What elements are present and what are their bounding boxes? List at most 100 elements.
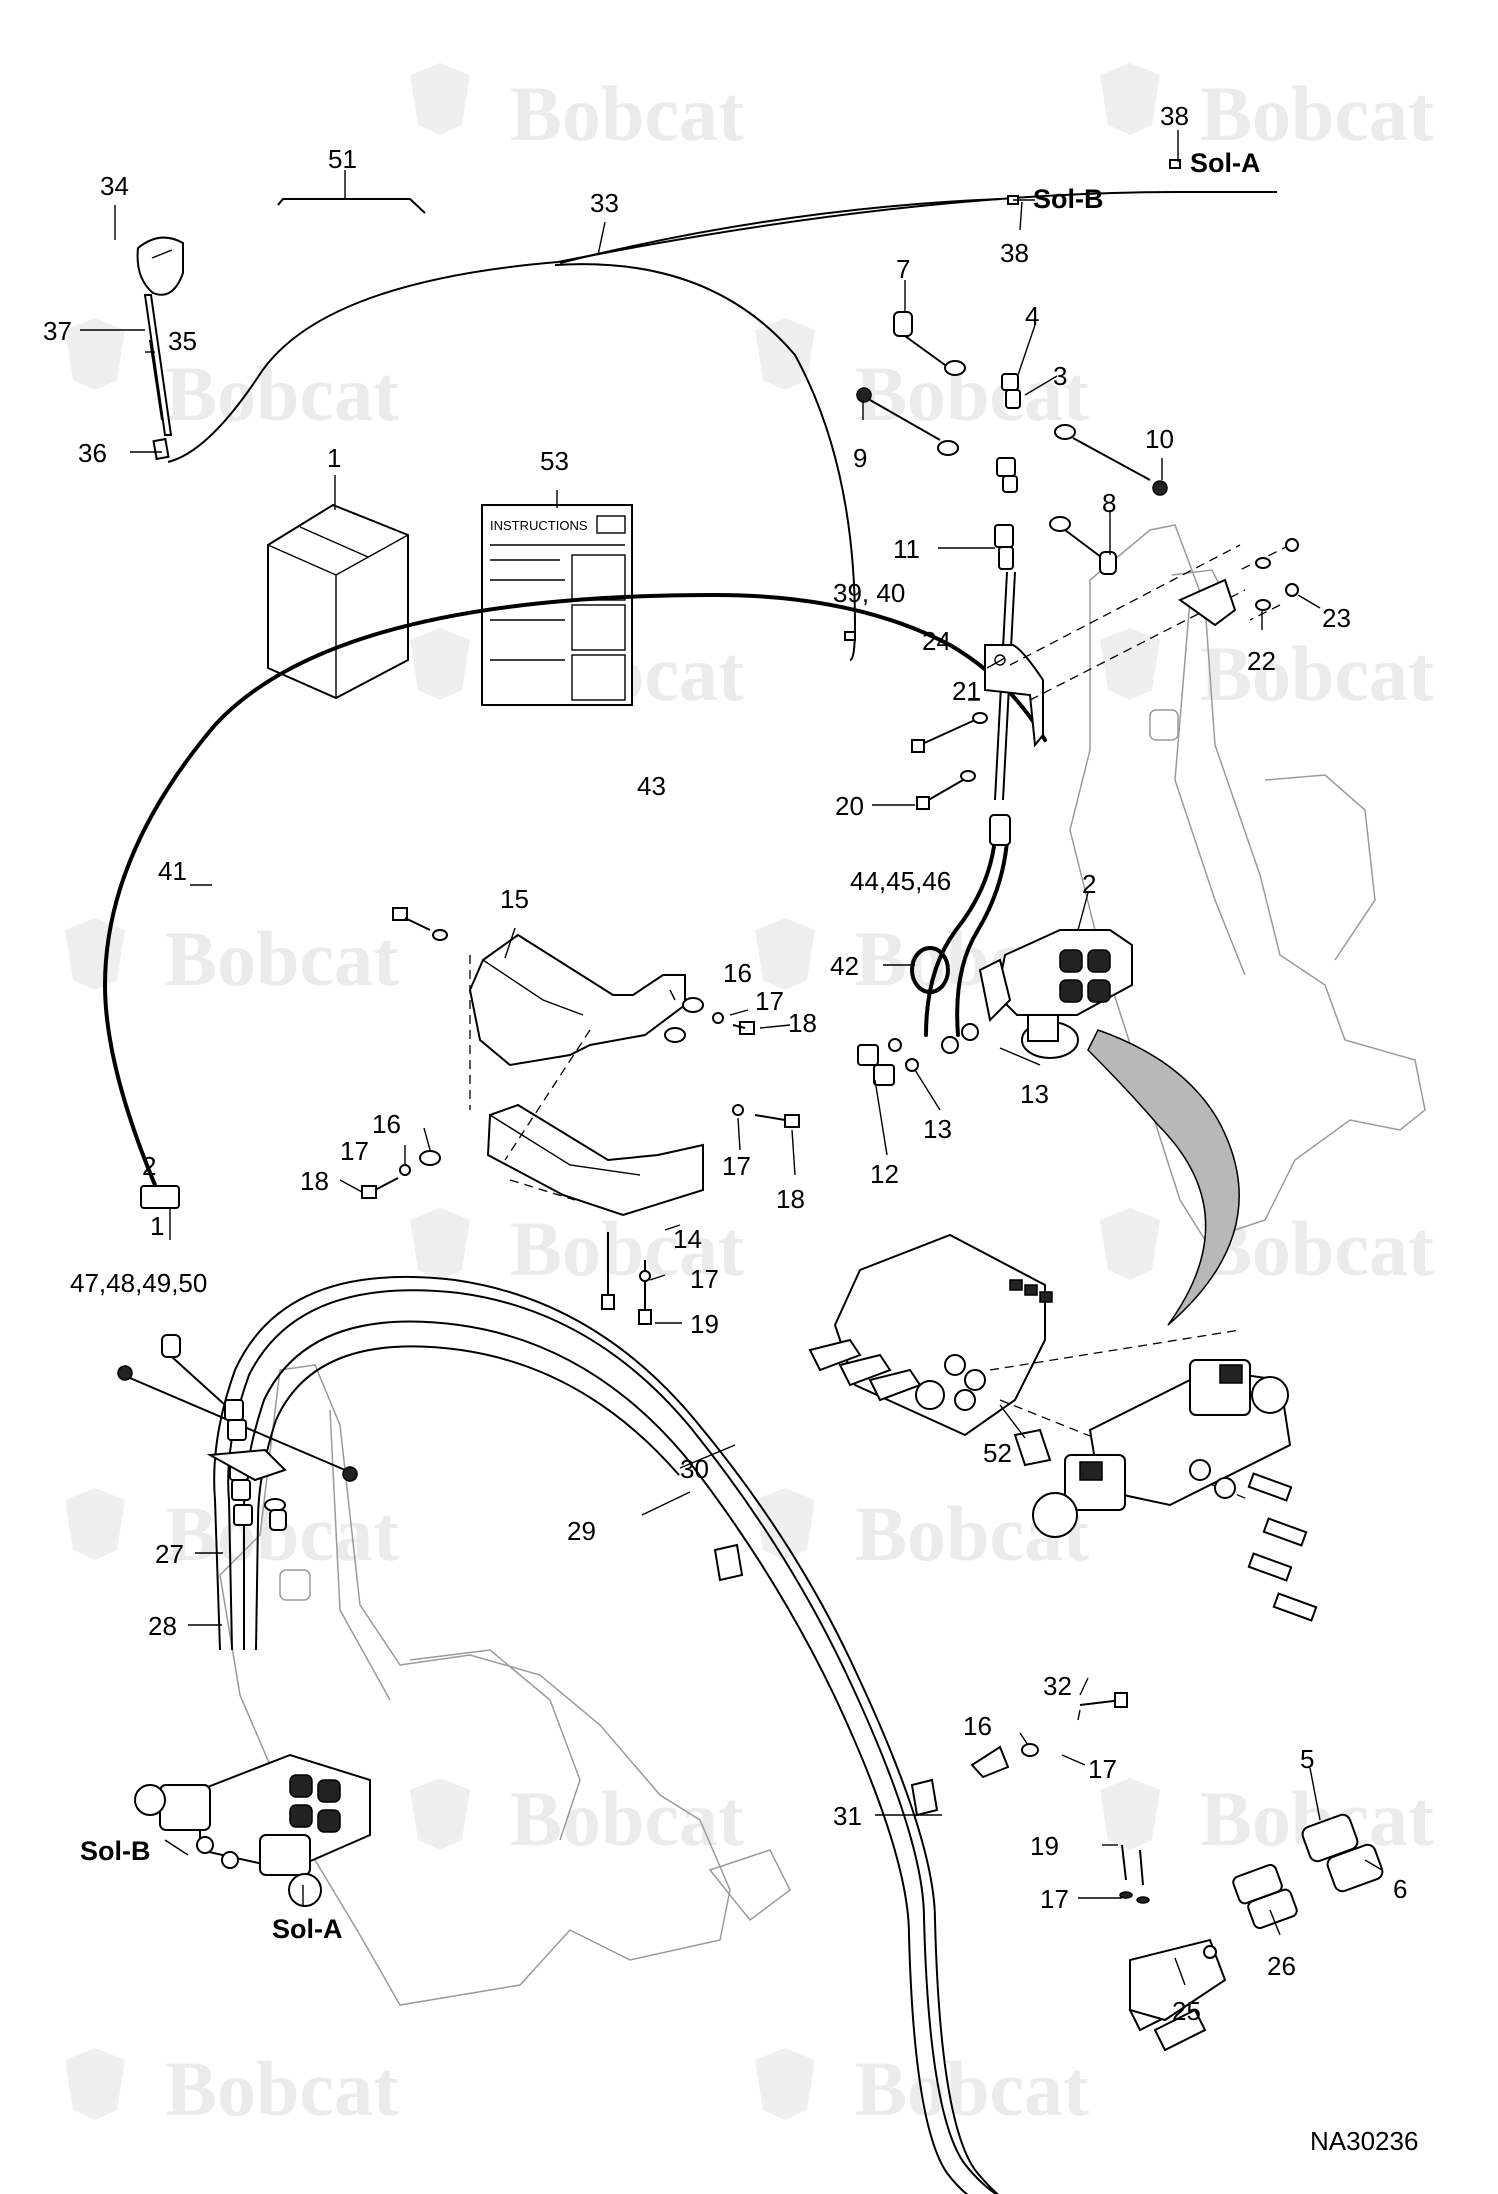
- callout-6: 6: [1393, 1874, 1407, 1904]
- callout-8: 8: [1102, 488, 1116, 518]
- callout-17-b: 17: [340, 1136, 369, 1166]
- instructions-header: INSTRUCTIONS: [490, 518, 588, 533]
- watermark-text: Bobcat: [165, 350, 399, 437]
- lower-hoses: [213, 1275, 999, 2194]
- callout-18-b: 18: [300, 1166, 329, 1196]
- plug-10: [1054, 424, 1168, 496]
- callout-38-a: 38: [1160, 101, 1189, 131]
- callout-18-c: 18: [776, 1184, 805, 1214]
- watermark-text: Bobcat: [510, 70, 744, 157]
- callout-31: 31: [833, 1801, 862, 1831]
- callout-labels: 1 2 3 4 5 6 7 8 9 10 11 12 13 13 14 15 1…: [43, 101, 1418, 2156]
- callout-27: 27: [155, 1539, 184, 1569]
- part-51-strip: [277, 198, 426, 214]
- callout-1: 1: [327, 443, 341, 473]
- callout-17-d: 17: [690, 1264, 719, 1294]
- callout-43: 43: [637, 771, 666, 801]
- hoses: [924, 814, 1011, 1037]
- callout-23: 23: [1322, 603, 1351, 633]
- cap-8: [1049, 516, 1117, 575]
- valve-detail: [808, 1233, 1318, 1622]
- watermark-text: Bobcat: [855, 350, 1089, 437]
- callout-24: 24: [922, 626, 951, 656]
- callout-52: 52: [983, 1438, 1012, 1468]
- callout-42: 42: [830, 951, 859, 981]
- fittings-12-13: [857, 1038, 919, 1086]
- callout-47-50: 47,48,49,50: [70, 1268, 207, 1298]
- lower-fitting-stack: [117, 1334, 358, 1531]
- control-valve-2: [910, 929, 1133, 1059]
- box-kit: [267, 503, 409, 700]
- callout-34: 34: [100, 171, 129, 201]
- callout-13-lower: 13: [923, 1114, 952, 1144]
- instructions-sheet: INSTRUCTIONS: [481, 504, 633, 706]
- callout-19-a: 19: [690, 1309, 719, 1339]
- watermark-logo-icon: [65, 63, 1160, 2120]
- watermark-text: Bobcat: [510, 1775, 744, 1862]
- callout-16-lower: 16: [963, 1711, 992, 1741]
- callout-2: 2: [1082, 869, 1096, 899]
- callout-16-left: 16: [372, 1109, 401, 1139]
- watermark-text: Bobcat: [1200, 70, 1434, 157]
- watermark-text: Bobcat: [165, 915, 399, 1002]
- callout-20: 20: [835, 791, 864, 821]
- callout-38-b: 38: [1000, 238, 1029, 268]
- callout-17-c: 17: [722, 1151, 751, 1181]
- callout-25: 25: [1172, 1996, 1201, 2026]
- callout-18-a: 18: [788, 1008, 817, 1038]
- callout-15: 15: [500, 884, 529, 914]
- callout-22: 22: [1247, 646, 1276, 676]
- bracket-hardware: [1177, 538, 1299, 627]
- callout-35: 35: [168, 326, 197, 356]
- callout-4: 4: [1025, 301, 1039, 331]
- callout-14: 14: [673, 1224, 702, 1254]
- bracket-15: [468, 933, 686, 1067]
- callout-3: 3: [1053, 361, 1067, 391]
- callout-19-b: 19: [1030, 1831, 1059, 1861]
- callout-17-a: 17: [755, 986, 784, 1016]
- solenoid-a-wire-label: Sol-A: [1190, 148, 1261, 178]
- callout-53: 53: [540, 446, 569, 476]
- callout-5: 5: [1300, 1744, 1314, 1774]
- callout-33: 33: [590, 188, 619, 218]
- plug-9: [856, 387, 959, 456]
- callout-17-e: 17: [1088, 1754, 1117, 1784]
- control-cable: [102, 592, 1047, 1209]
- watermark-text: Bobcat: [855, 2045, 1089, 2132]
- watermark-text: Bobcat: [1200, 1205, 1434, 1292]
- joystick-handle: [136, 236, 184, 461]
- callout-16-upper: 16: [723, 958, 752, 988]
- cap-7: [893, 311, 966, 376]
- watermark-text: Bobcat: [165, 2045, 399, 2132]
- callout-30: 30: [680, 1454, 709, 1484]
- detail-pointer-arrow: [1087, 1029, 1240, 1326]
- couplers: [970, 1692, 1384, 2052]
- solenoid-a-label: Sol-A: [272, 1914, 343, 1944]
- callout-41: 41: [158, 856, 187, 886]
- callout-36: 36: [78, 438, 107, 468]
- callout-39-40: 39, 40: [833, 578, 905, 608]
- callout-29: 29: [567, 1516, 596, 1546]
- callout-13-upper: 13: [1020, 1079, 1049, 1109]
- watermark-text: Bobcat: [510, 1205, 744, 1292]
- watermark-text: Bobcat: [1200, 630, 1434, 717]
- callout-7: 7: [896, 254, 910, 284]
- bracket-14: [469, 955, 704, 1217]
- leader-lines: [80, 130, 1383, 1986]
- lower-control-valve: [134, 1753, 371, 1907]
- figure-id: NA30236: [1310, 2126, 1418, 2156]
- connector-pin-2: 2: [142, 1151, 156, 1181]
- fitting-stack: [984, 373, 1044, 801]
- solenoid-b-wire-label: Sol-B: [1033, 184, 1104, 214]
- callout-12: 12: [870, 1159, 899, 1189]
- callout-26: 26: [1267, 1951, 1296, 1981]
- callout-51: 51: [328, 144, 357, 174]
- callout-11: 11: [893, 534, 920, 564]
- callout-17-f: 17: [1040, 1884, 1069, 1914]
- callout-32: 32: [1043, 1671, 1072, 1701]
- callout-21: 21: [952, 676, 981, 706]
- solenoid-b-label: Sol-B: [80, 1836, 151, 1866]
- callout-10: 10: [1145, 424, 1174, 454]
- callout-28: 28: [148, 1611, 177, 1641]
